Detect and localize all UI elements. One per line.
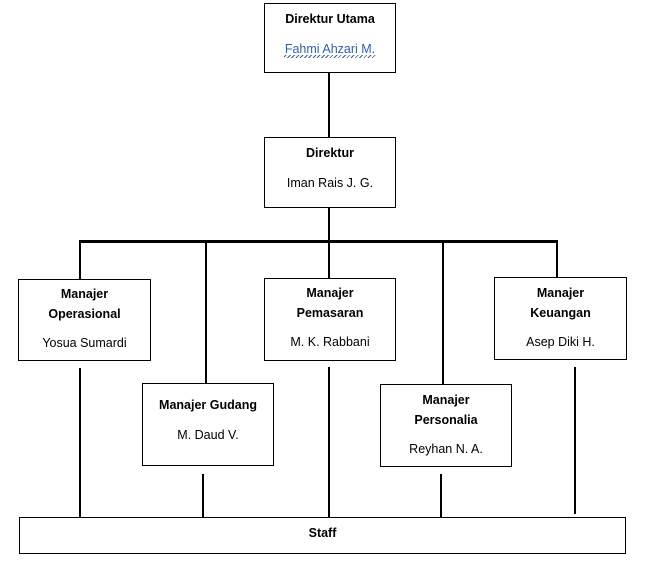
connector-bus-personalia [442, 242, 444, 384]
connector-bus-pemasaran [328, 242, 330, 279]
manajer-operasional-title-2: Operasional [48, 307, 121, 321]
connector-operasional-staff [79, 368, 81, 517]
manajer-pemasaran-title-2: Pemasaran [296, 306, 364, 320]
direktur-utama-name: Fahmi Ahzari M. [284, 42, 376, 56]
manajer-personalia-name: Reyhan N. A. [409, 442, 483, 456]
direktur-utama-title: Direktur Utama [285, 12, 375, 26]
connector-pemasaran-staff [328, 367, 330, 517]
manajer-personalia-title-1: Manajer [422, 393, 470, 407]
direktur-title: Direktur [306, 146, 354, 160]
connector-direktur-bus [328, 207, 330, 242]
manajer-gudang-box: Manajer Gudang M. Daud V. [142, 383, 274, 466]
manajer-keuangan-title-1: Manajer [536, 286, 585, 300]
direktur-box: Direktur Iman Rais J. G. [264, 137, 396, 208]
staff-title: Staff [308, 526, 337, 540]
manajer-personalia-box: Manajer Personalia Reyhan N. A. [380, 384, 512, 467]
connector-utama-direktur [328, 72, 330, 138]
manajer-gudang-name: M. Daud V. [177, 428, 239, 442]
connector-bus-keuangan [556, 242, 558, 277]
manajer-pemasaran-title-1: Manajer [306, 286, 354, 300]
connector-personalia-staff [440, 474, 442, 517]
manajer-keuangan-name: Asep Diki H. [526, 335, 595, 349]
manajer-operasional-box: Manajer Operasional Yosua Sumardi [18, 279, 151, 361]
direktur-utama-box: Direktur Utama Fahmi Ahzari M. [264, 3, 396, 73]
manajer-pemasaran-name: M. K. Rabbani [290, 335, 370, 349]
connector-bus-operasional [79, 242, 81, 279]
connector-bus-gudang [205, 242, 207, 383]
connector-gudang-staff [202, 474, 204, 517]
manajer-keuangan-title-2: Keuangan [530, 306, 591, 320]
manajer-keuangan-box: Manajer Keuangan Asep Diki H. [494, 277, 627, 360]
manajer-operasional-title-1: Manajer [60, 287, 109, 301]
horizontal-bus [79, 240, 558, 243]
manajer-gudang-title: Manajer Gudang [159, 398, 257, 412]
manajer-personalia-title-2: Personalia [414, 413, 478, 427]
direktur-name: Iman Rais J. G. [286, 176, 374, 190]
manajer-pemasaran-box: Manajer Pemasaran M. K. Rabbani [264, 278, 396, 361]
connector-keuangan-staff [574, 367, 576, 514]
staff-box: Staff [19, 517, 626, 554]
manajer-operasional-name: Yosua Sumardi [42, 336, 127, 350]
